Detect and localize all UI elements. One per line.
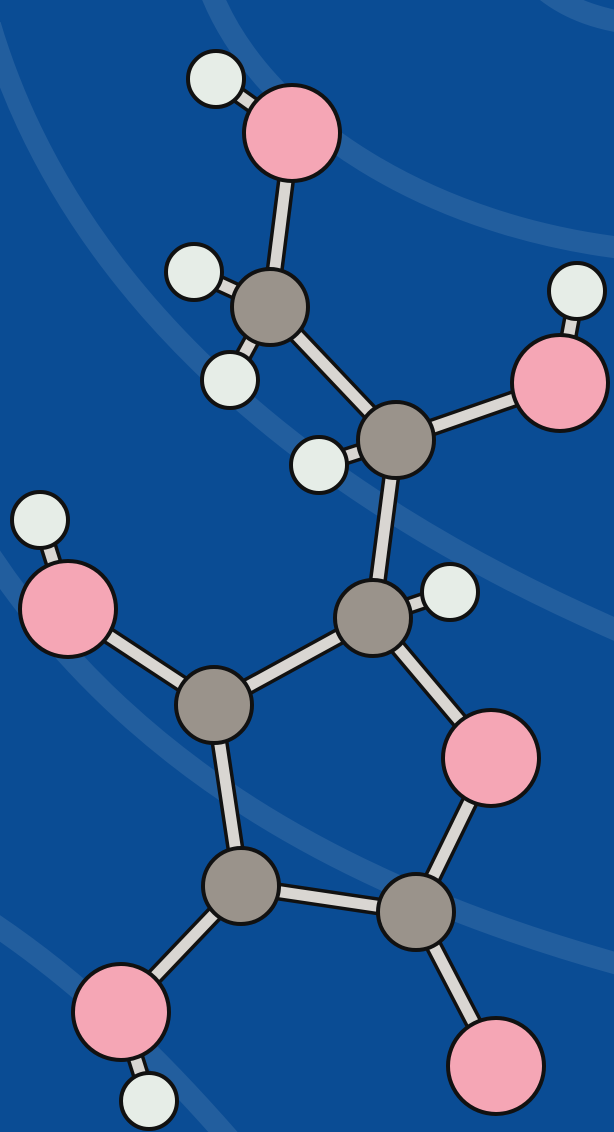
carbon-atom [230,267,310,347]
hydrogen-atom [420,562,480,622]
hydrogen-atom [547,261,607,321]
carbon-atom [376,872,456,952]
hydrogen-atom [10,490,70,550]
carbon-atom [356,400,436,480]
carbon-atom [174,665,254,745]
background-arc [539,0,614,32]
hydrogen-atom [164,242,224,302]
background-arc [0,21,614,641]
oxygen-atom [242,83,342,183]
hydrogen-atom [119,1071,179,1131]
carbon-atom [201,846,281,926]
oxygen-atom [441,708,541,808]
oxygen-atom [510,333,610,433]
background-arc [202,0,614,259]
hydrogen-atom [200,350,260,410]
hydrogen-atom [186,49,246,109]
oxygen-atom [71,962,171,1062]
carbon-atom [333,578,413,658]
atoms [10,49,610,1131]
oxygen-atom [446,1016,546,1116]
hydrogen-atom [289,435,349,495]
oxygen-atom [18,559,118,659]
